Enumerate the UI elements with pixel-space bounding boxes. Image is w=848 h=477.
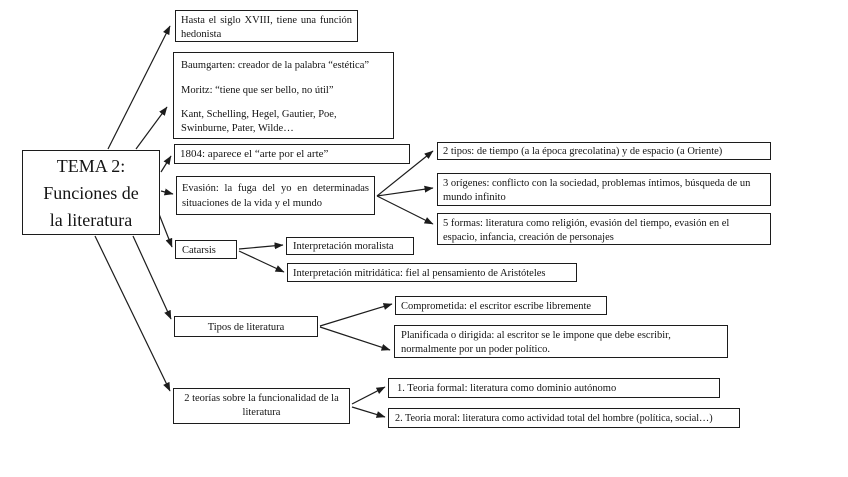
node-tres-origenes: 3 orígenes: conflicto con la sociedad, p… (437, 173, 771, 206)
arrow-tema-tipos-literatura (132, 235, 172, 320)
arrow-evasion-cinco-formas (376, 195, 434, 225)
tema-line-2: Funciones de (43, 183, 139, 203)
node-cinco-formas: 5 formas: literatura como religión, evas… (437, 213, 771, 245)
arrow-tema-catarsis (158, 213, 173, 248)
node-interpretacion-moralista: Interpretación moralista (286, 237, 414, 255)
node-comprometida: Comprometida: el escritor escribe librem… (395, 296, 607, 315)
arrow-tipos-planificada (319, 326, 391, 351)
arrow-teorias-formal (351, 386, 386, 405)
arrow-tipos-comprometida (319, 303, 393, 327)
arrow-catarsis-moralista (238, 242, 284, 250)
node-tema-root: TEMA 2: Funciones de la literatura (22, 150, 160, 235)
arrow-teorias-moral (351, 406, 386, 418)
tema-line-3: la literatura (49, 210, 133, 230)
node-planificada: Planificada o dirigida: al escritor se l… (394, 325, 728, 358)
arrow-evasion-tres-origenes (376, 185, 434, 197)
arrow-evasion-dos-tipos (376, 150, 434, 197)
node-dos-tipos: 2 tipos: de tiempo (a la época grecolati… (437, 142, 771, 160)
arrow-tema-evasion (160, 188, 174, 196)
arrow-tema-dos-teorias (94, 235, 171, 392)
node-interpretacion-mitridatica: Interpretación mitridática: fiel al pens… (287, 263, 577, 282)
arrow-tema-arte (160, 155, 172, 173)
node-evasion: Evasión: la fuga del yo en determinadas … (176, 176, 375, 215)
node-teoria-formal: 1. Teoria formal: literatura como domini… (388, 378, 720, 398)
baumgarten-line: Baumgarten: creador de la palabra “estét… (181, 60, 370, 71)
node-teoria-moral: 2. Teoria moral: literatura como activid… (388, 408, 740, 428)
tema-line-1: TEMA 2: (56, 156, 126, 176)
node-tipos-de-literatura: Tipos de literatura (174, 316, 318, 337)
arrow-catarsis-mitridatica (238, 250, 285, 273)
node-catarsis: Catarsis (175, 240, 237, 259)
autores-line: Kant, Schelling, Hegel, Gautier, Poe, Sw… (181, 109, 337, 134)
arrow-tema-hedonista (107, 25, 171, 150)
node-baumgarten: Baumgarten: creador de la palabra “estét… (173, 52, 394, 139)
node-dos-teorias: 2 teorías sobre la funcionalidad de la l… (173, 388, 350, 424)
moritz-line: Moritz: “tiene que ser bello, no útil” (181, 84, 334, 96)
node-arte-por-el-arte: 1804: aparece el “arte por el arte” (174, 144, 410, 164)
node-funcion-hedonista: Hasta el siglo XVIII, tiene una función … (175, 10, 358, 42)
arrow-tema-baumgarten (135, 106, 168, 150)
